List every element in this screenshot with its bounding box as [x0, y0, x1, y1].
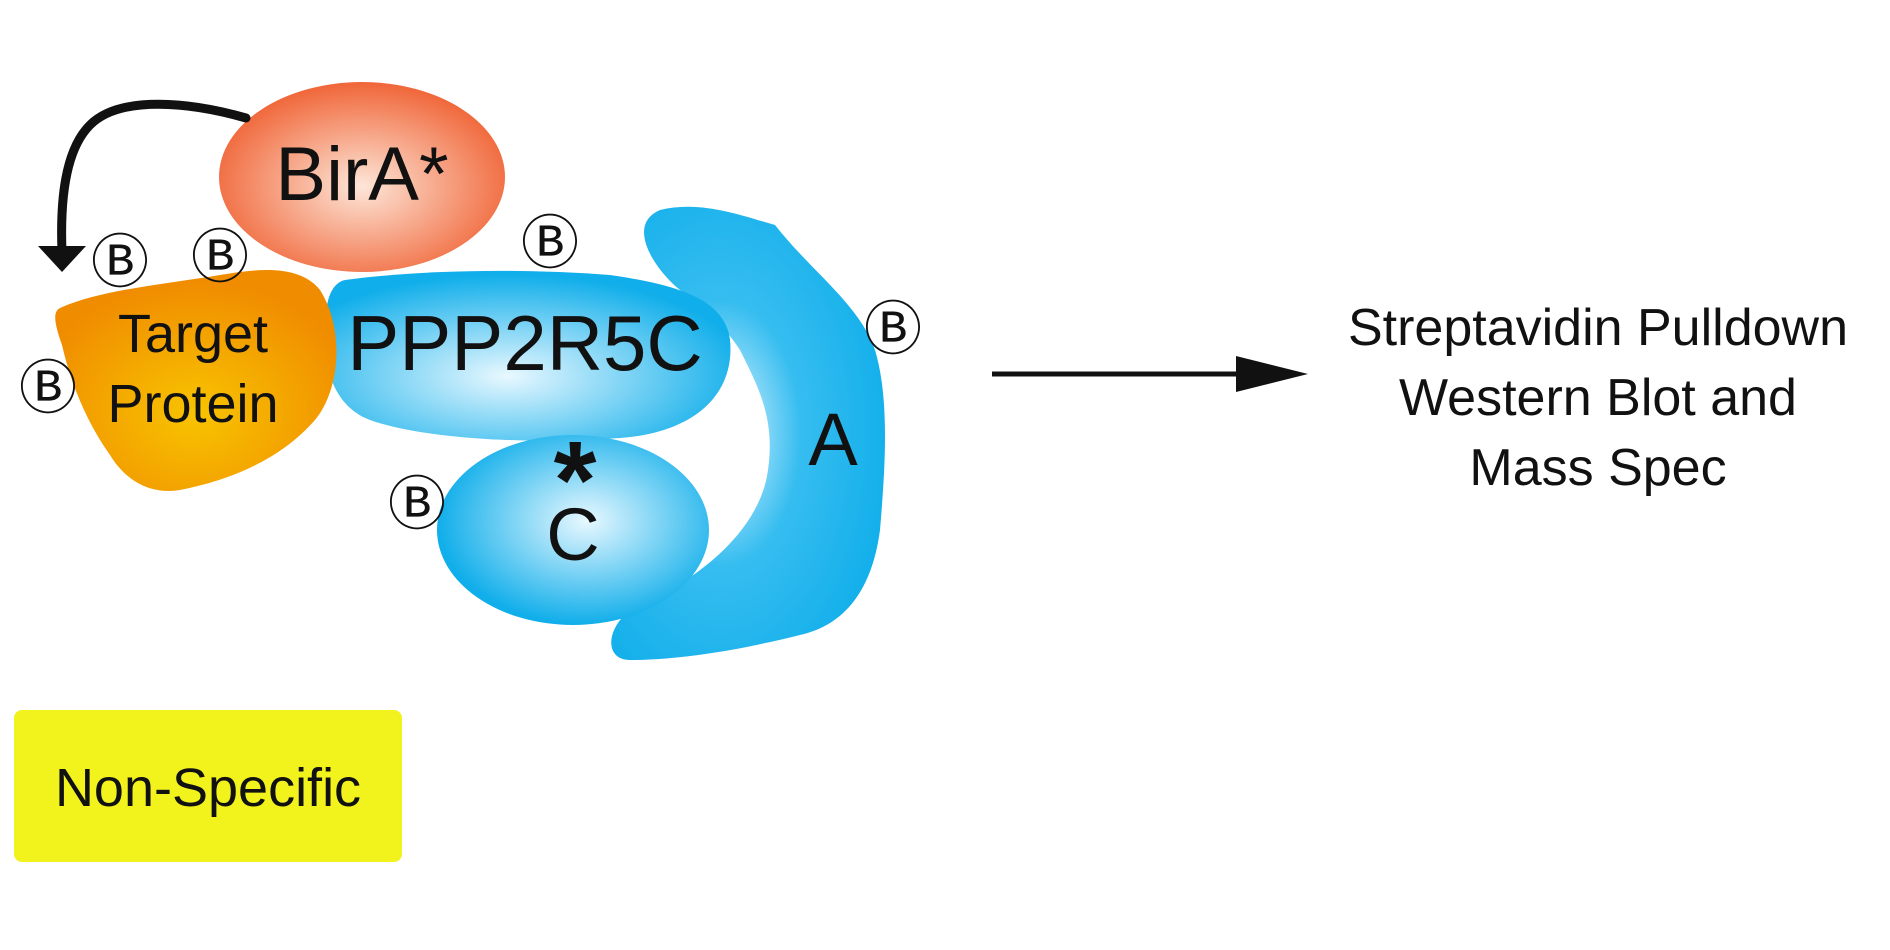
- subunit-c-shape: [437, 435, 709, 625]
- biotin-mark-ppp2r5c: Ⓑ: [521, 211, 579, 276]
- biotin-mark-target-top-left: Ⓑ: [91, 230, 149, 295]
- nonspecific-box: [14, 710, 402, 862]
- biotinylation-arrowhead-icon: [38, 246, 86, 272]
- biotin-mark-subunit-c: Ⓑ: [388, 472, 446, 537]
- subunit-c-label: C: [546, 493, 599, 576]
- result-line-1: Streptavidin Pulldown: [1348, 299, 1848, 357]
- biotin-mark-subunit-a: Ⓑ: [864, 297, 922, 362]
- target-protein-shape: [55, 270, 337, 491]
- bira-label: BirA*: [275, 132, 448, 217]
- subunit-a-label: A: [808, 398, 858, 481]
- ppp2r5c-shape: [324, 270, 731, 441]
- biotin-mark-target-top-right: Ⓑ: [191, 225, 249, 290]
- subunit-c-asterisk-icon: *: [554, 419, 597, 542]
- biotin-mark-target-left: Ⓑ: [19, 356, 77, 421]
- ppp2r5c-label: PPP2R5C: [347, 299, 703, 387]
- target-label-line2: Protein: [107, 374, 278, 434]
- biotinylation-arrow: [57, 99, 251, 257]
- nonspecific-label: Non-Specific: [55, 758, 361, 818]
- subunit-a-shape: [611, 206, 885, 660]
- result-line-2: Western Blot and: [1399, 369, 1797, 427]
- process-arrowhead-icon: [1236, 356, 1308, 392]
- target-label-line1: Target: [118, 304, 268, 364]
- bira-shape: [219, 82, 505, 272]
- result-line-3: Mass Spec: [1469, 439, 1726, 497]
